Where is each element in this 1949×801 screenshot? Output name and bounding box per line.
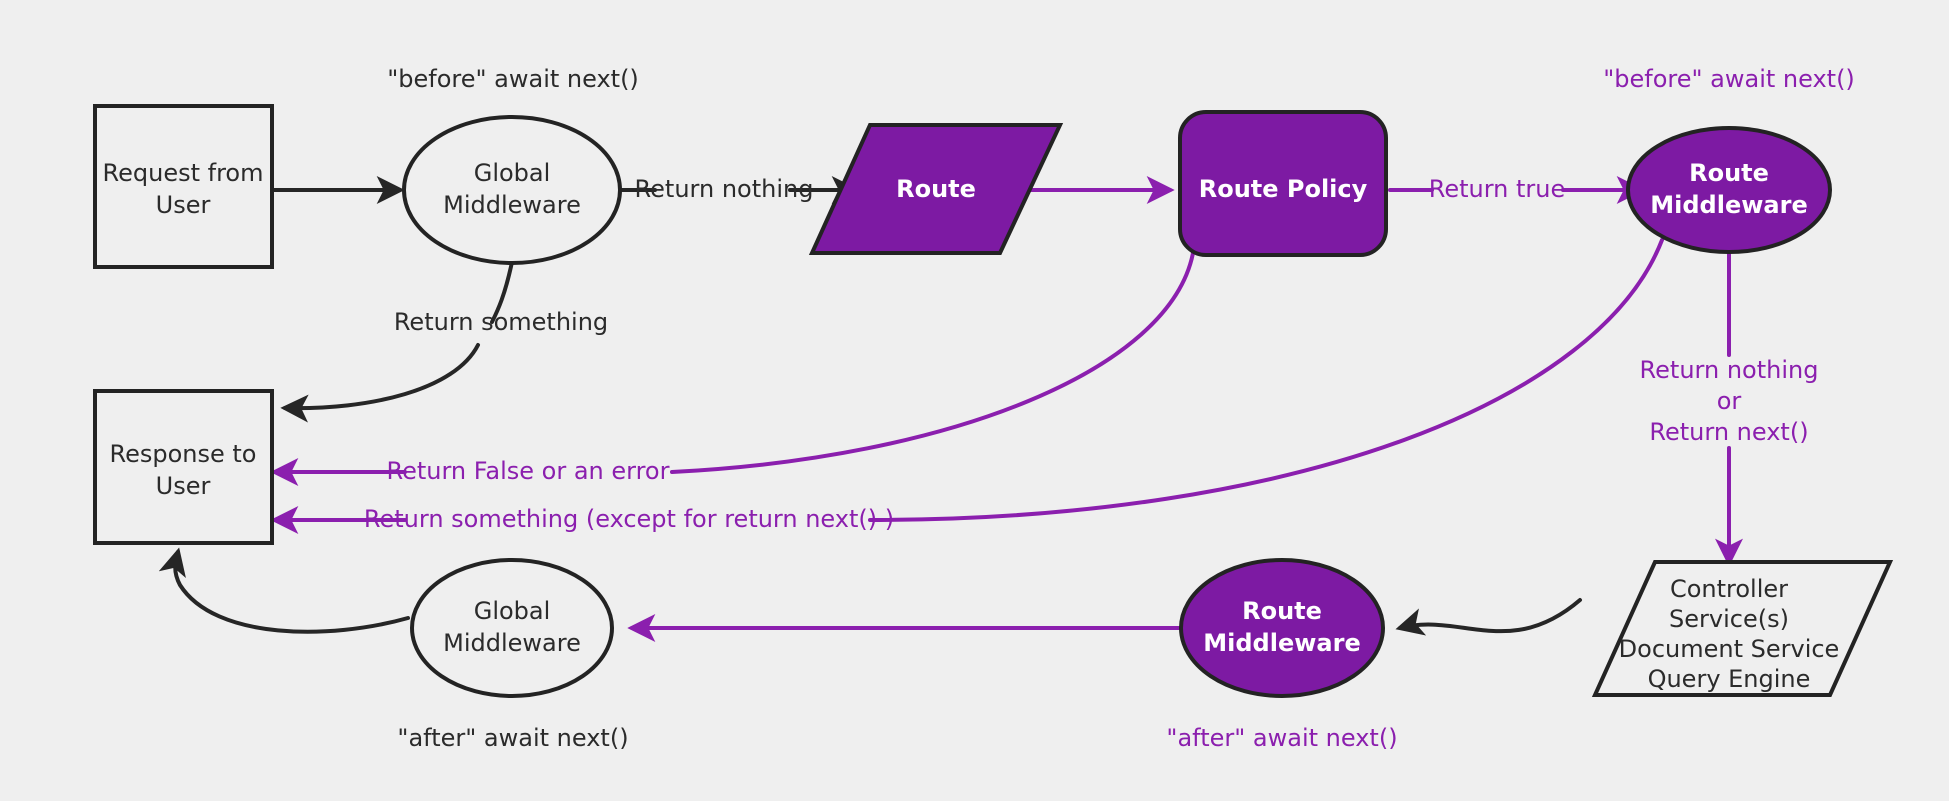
- edge-label-return-nothing: Return nothing: [635, 175, 814, 203]
- controller-label-line1: Controller: [1670, 575, 1788, 603]
- edge-controller-to-route-middleware-bottom: [1395, 598, 1582, 636]
- edge-global-middleware-bottom-to-response: [158, 547, 410, 634]
- global-middleware-top-shape: [402, 115, 622, 265]
- route-middleware-bottom-label-line2: Middleware: [1203, 629, 1360, 657]
- node-route[interactable]: Route: [808, 123, 1064, 255]
- edge-label-return-true: Return true: [1429, 175, 1566, 203]
- node-response-to-user[interactable]: Response to User: [93, 389, 274, 545]
- node-request-from-user[interactable]: Request from User: [93, 104, 274, 269]
- edge-global-middleware-return-something-upper: [490, 260, 514, 324]
- edge-label-return-something-except-next: Return something (except for return next…: [364, 505, 894, 533]
- annotation-after-await-next-route: "after" await next(): [1166, 724, 1397, 752]
- edge-route-middleware-return-something-curve: [868, 238, 1664, 522]
- node-global-middleware-bottom[interactable]: Global Middleware: [410, 558, 614, 698]
- annotation-before-await-next-global: "before" await next(): [387, 65, 639, 93]
- route-middleware-top-label-line2: Middleware: [1650, 191, 1807, 219]
- route-middleware-bottom-shape: [1179, 558, 1385, 698]
- route-policy-shape: [1178, 110, 1388, 257]
- route-middleware-bottom-label-line1: Route: [1242, 597, 1322, 625]
- route-middleware-top-shape: [1626, 126, 1832, 254]
- annotation-after-await-next-global: "after" await next(): [397, 724, 628, 752]
- edge-label-return-nothing-line2: or: [1717, 387, 1742, 415]
- edge-global-middleware-return-something-lower: [280, 343, 480, 423]
- global-middleware-top-label-line1: Global: [474, 159, 551, 187]
- response-to-user-label-line1: Response to: [110, 440, 257, 468]
- global-middleware-bottom-shape: [410, 558, 614, 698]
- edge-route-policy-return-false-curve: [670, 251, 1195, 474]
- node-route-policy[interactable]: Route Policy: [1178, 110, 1388, 257]
- edge-label-return-nothing-line1: Return nothing: [1640, 356, 1819, 384]
- route-policy-label: Route Policy: [1199, 175, 1368, 203]
- controller-label-line4: Query Engine: [1648, 665, 1811, 693]
- route-label: Route: [896, 175, 976, 203]
- controller-label-line3: Document Service: [1619, 635, 1840, 663]
- node-route-middleware-bottom[interactable]: Route Middleware: [1179, 558, 1385, 698]
- edge-label-return-next-line3: Return next(): [1649, 418, 1808, 446]
- node-controller-services[interactable]: Controller Service(s) Document Service Q…: [1591, 560, 1894, 697]
- node-global-middleware-top[interactable]: Global Middleware: [402, 115, 622, 265]
- edge-label-return-something: Return something: [394, 308, 608, 336]
- edge-label-return-false-or-error: Return False or an error: [387, 457, 670, 485]
- response-to-user-shape: [93, 389, 274, 545]
- controller-label-line2: Service(s): [1669, 605, 1789, 633]
- global-middleware-top-label-line2: Middleware: [443, 191, 581, 219]
- controller-services-shape: [1591, 560, 1894, 697]
- request-from-user-label-line2: User: [156, 191, 211, 219]
- response-to-user-label-line2: User: [156, 472, 211, 500]
- route-shape: [808, 123, 1064, 255]
- request-from-user-label-line1: Request from: [103, 159, 264, 187]
- request-from-user-shape: [93, 104, 274, 269]
- route-middleware-top-label-line1: Route: [1689, 159, 1769, 187]
- global-middleware-bottom-label-line1: Global: [474, 597, 551, 625]
- node-route-middleware-top[interactable]: Route Middleware: [1626, 126, 1832, 254]
- global-middleware-bottom-label-line2: Middleware: [443, 629, 581, 657]
- annotation-before-await-next-route: "before" await next(): [1603, 65, 1855, 93]
